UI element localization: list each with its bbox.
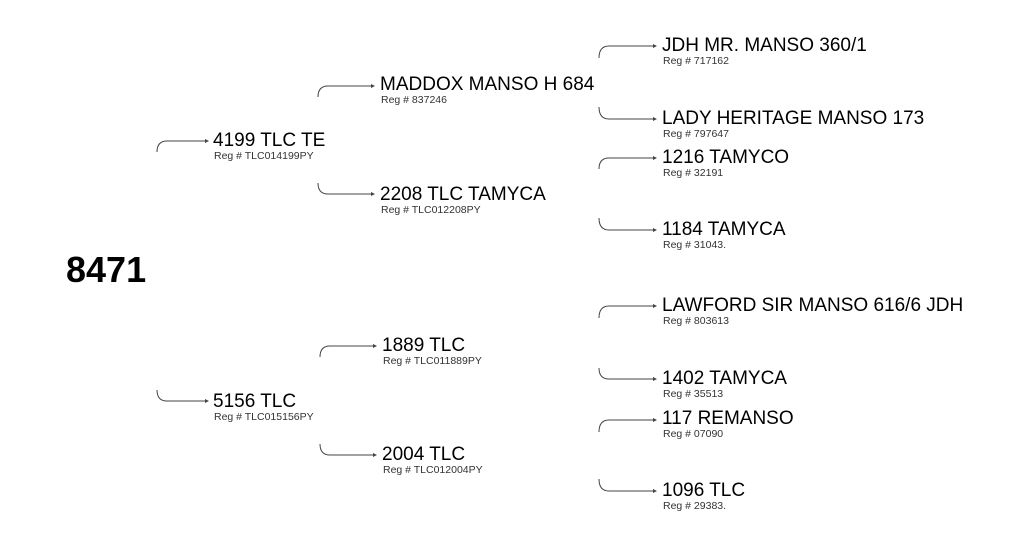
sire-name: 4199 TLC TE xyxy=(213,130,326,151)
sire-reg: Reg # TLC014199PY xyxy=(214,150,314,162)
sire-sire-dam-reg: Reg # 797647 xyxy=(663,128,729,140)
sire-sire-reg: Reg # 837246 xyxy=(381,94,447,106)
dam-dam-sire-reg: Reg # 07090 xyxy=(663,428,724,440)
sire-sire-sire-reg: Reg # 717162 xyxy=(663,55,729,67)
sire-sire-dam-node: LADY HERITAGE MANSO 173 Reg # 797647 xyxy=(662,109,924,140)
dam-sire-name: 1889 TLC xyxy=(382,335,466,356)
dam-sire-sire-node: LAWFORD SIR MANSO 616/6 JDH Reg # 803613 xyxy=(662,296,963,327)
connector-dam-dam xyxy=(319,443,377,457)
connector-ds-dam xyxy=(598,367,657,381)
connector-ss-dam xyxy=(598,106,657,121)
connector-sire xyxy=(156,139,209,153)
sire-dam-sire-name: 1216 TAMYCO xyxy=(662,147,790,168)
dam-sire-dam-node: 1402 TAMYCA Reg # 35513 xyxy=(662,369,787,400)
dam-dam-reg: Reg # TLC012004PY xyxy=(383,464,483,476)
dam-dam-dam-reg: Reg # 29383. xyxy=(663,500,727,512)
dam-sire-dam-name: 1402 TAMYCA xyxy=(662,368,787,389)
connector-sire-sire xyxy=(317,84,375,98)
sire-dam-reg: Reg # TLC012208PY xyxy=(381,204,481,216)
connector-sd-sire xyxy=(598,156,657,170)
connector-dd-dam xyxy=(598,478,657,493)
connector-sd-dam xyxy=(598,217,657,232)
dam-sire-sire-name: LAWFORD SIR MANSO 616/6 JDH xyxy=(662,295,964,316)
connector-ds-sire xyxy=(598,304,657,319)
sire-sire-dam-name: LADY HERITAGE MANSO 173 xyxy=(662,108,925,129)
dam-dam-sire-node: 117 REMANSO Reg # 07090 xyxy=(662,409,794,440)
dam-sire-reg: Reg # TLC011889PY xyxy=(383,355,482,367)
dam-dam-dam-node: 1096 TLC Reg # 29383. xyxy=(662,481,745,512)
sire-sire-sire-name: JDH MR. MANSO 360/1 xyxy=(662,35,867,56)
dam-reg: Reg # TLC015156PY xyxy=(214,411,314,423)
sire-dam-node: 2208 TLC TAMYCA Reg # TLC012208PY xyxy=(380,185,546,216)
sire-node: 4199 TLC TE Reg # TLC014199PY xyxy=(213,131,325,162)
sire-dam-dam-reg: Reg # 31043. xyxy=(663,239,727,251)
sire-dam-sire-node: 1216 TAMYCO Reg # 32191 xyxy=(662,148,789,179)
connector-dam xyxy=(156,389,209,403)
sire-sire-node: MADDOX MANSO H 684 Reg # 837246 xyxy=(380,75,594,106)
sire-dam-name: 2208 TLC TAMYCA xyxy=(380,184,546,205)
dam-name: 5156 TLC xyxy=(213,391,297,412)
dam-dam-node: 2004 TLC Reg # TLC012004PY xyxy=(382,445,483,476)
sire-dam-sire-reg: Reg # 32191 xyxy=(663,167,724,179)
dam-sire-node: 1889 TLC Reg # TLC011889PY xyxy=(382,336,482,367)
sire-dam-dam-node: 1184 TAMYCA Reg # 31043. xyxy=(662,220,786,251)
dam-node: 5156 TLC Reg # TLC015156PY xyxy=(213,392,314,423)
sire-sire-name: MADDOX MANSO H 684 xyxy=(380,74,595,95)
animal-id: 8471 xyxy=(66,249,147,290)
connector-sire-dam xyxy=(317,182,375,196)
dam-sire-dam-reg: Reg # 35513 xyxy=(663,388,724,400)
sire-sire-sire-node: JDH MR. MANSO 360/1 Reg # 717162 xyxy=(662,36,867,67)
dam-dam-dam-name: 1096 TLC xyxy=(662,480,746,501)
dam-sire-sire-reg: Reg # 803613 xyxy=(663,315,729,327)
sire-dam-dam-name: 1184 TAMYCA xyxy=(662,219,786,240)
connector-ss-sire xyxy=(598,44,657,59)
connector-dd-sire xyxy=(598,418,657,433)
dam-dam-sire-name: 117 REMANSO xyxy=(662,408,794,429)
dam-dam-name: 2004 TLC xyxy=(382,444,466,465)
connector-dam-sire xyxy=(319,344,377,358)
